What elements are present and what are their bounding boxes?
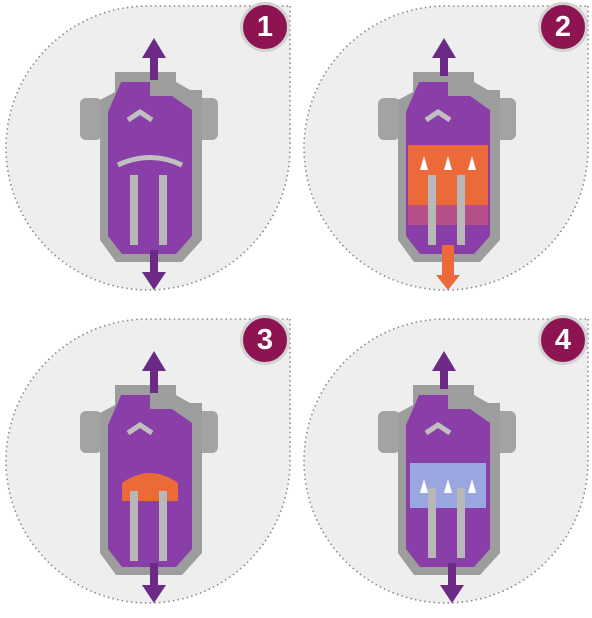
bucket-right-wall	[159, 175, 167, 245]
bucket-left-wall	[130, 175, 138, 245]
step-badge-4: 4	[538, 315, 588, 365]
bucket-left-wall	[428, 488, 436, 558]
left-flange	[80, 98, 102, 140]
bucket-left-wall	[130, 491, 138, 561]
step-panel-4: 4	[298, 313, 588, 618]
step-panel-3: 3	[0, 313, 290, 618]
panel-2-graphic	[298, 0, 588, 305]
left-flange	[378, 411, 400, 453]
bucket-right-wall	[159, 491, 167, 561]
bucket-right-wall	[457, 175, 465, 245]
step-badge-2: 2	[538, 2, 588, 52]
panel-3-graphic	[0, 313, 290, 618]
panel-1-graphic	[0, 0, 290, 305]
bucket-right-wall	[457, 488, 465, 558]
steam-fill	[408, 145, 488, 205]
condensate-fill	[108, 82, 192, 254]
left-flange	[80, 411, 102, 453]
step-panel-2: 2	[298, 0, 588, 305]
left-flange	[378, 98, 400, 140]
panel-4-graphic	[298, 313, 588, 618]
step-number-1: 1	[257, 11, 273, 44]
step-badge-1: 1	[240, 2, 290, 52]
bucket-left-wall	[428, 175, 436, 245]
step-panel-1: 1	[0, 0, 290, 305]
step-badge-3: 3	[240, 315, 290, 365]
step-number-4: 4	[555, 324, 571, 357]
step-number-3: 3	[257, 324, 273, 357]
steam-blend	[408, 205, 488, 225]
step-number-2: 2	[555, 11, 571, 44]
